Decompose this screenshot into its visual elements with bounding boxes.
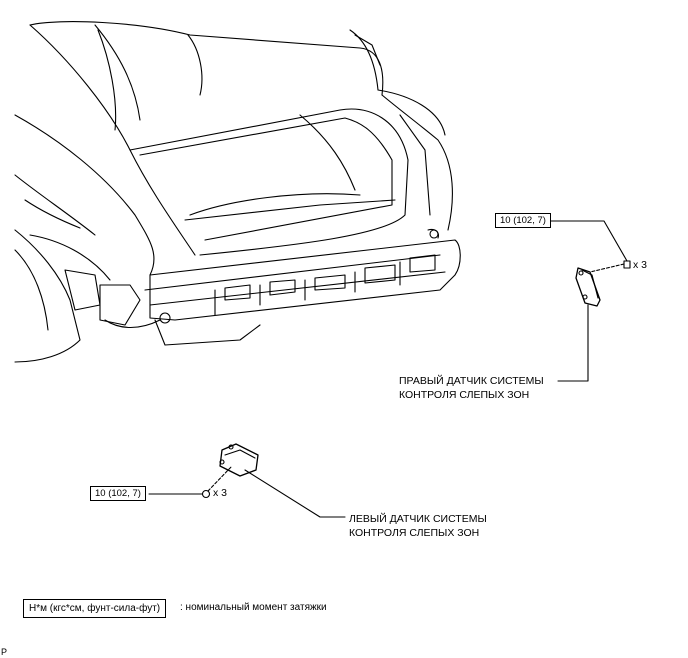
car-body (14, 21, 461, 363)
left-torque-value: 10 (102, 7) (90, 486, 146, 501)
left-sensor-leader (244, 469, 346, 518)
right-nut (623, 260, 631, 269)
right-torque-value: 10 (102, 7) (495, 213, 551, 228)
left-nut-dashed-line (207, 465, 233, 492)
left-sensor-label-line1: ЛЕВЫЙ ДАТЧИК СИСТЕМЫ (349, 513, 487, 525)
right-sensor-label-line2: КОНТРОЛЯ СЛЕПЫХ ЗОН (399, 389, 530, 401)
left-nut (201, 489, 211, 499)
torque-unit-legend-box: Н*м (кгс*см, фунт-сила-фут) (23, 599, 167, 618)
right-blind-spot-sensor (575, 267, 601, 307)
right-nut-dashed-line (589, 263, 625, 273)
corner-mark: P (1, 647, 8, 657)
right-torque-leader (546, 220, 628, 262)
right-nut-quantity: x 3 (633, 259, 648, 271)
torque-unit-legend-text: : номинальный момент затяжки (180, 602, 327, 613)
right-sensor-label-line1: ПРАВЫЙ ДАТЧИК СИСТЕМЫ (399, 375, 544, 387)
left-nut-quantity: x 3 (213, 487, 228, 499)
left-blind-spot-sensor (219, 443, 259, 477)
left-sensor-label-line2: КОНТРОЛЯ СЛЕПЫХ ЗОН (349, 527, 480, 539)
right-sensor-leader (557, 304, 589, 382)
